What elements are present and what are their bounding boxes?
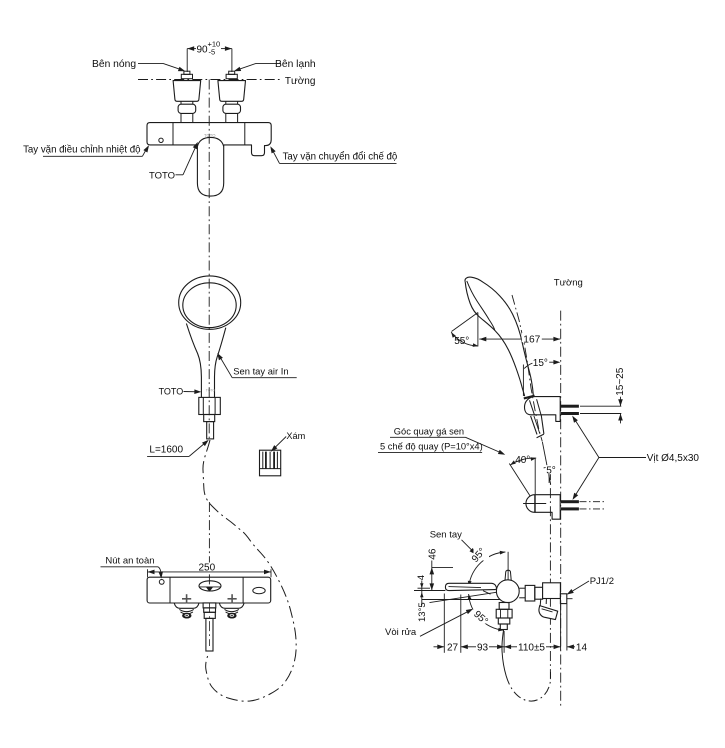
svg-text:Bên nóng: Bên nóng [92,59,136,70]
svg-text:TOTO: TOTO [149,171,175,182]
svg-text:Góc quay gá sen: Góc quay gá sen [394,426,464,436]
svg-text:46: 46 [427,548,438,560]
svg-text:Vòi rửa: Vòi rửa [385,627,417,638]
svg-text:93: 93 [477,643,489,654]
svg-text:-5: -5 [209,48,216,57]
svg-text:Vịt Ø4,5x30: Vịt Ø4,5x30 [647,453,700,464]
svg-text:Sen tay air In: Sen tay air In [233,365,288,376]
svg-text:Tay vặn chuyển đổi chế độ: Tay vặn chuyển đổi chế độ [283,152,398,163]
svg-text:110±5: 110±5 [518,643,545,654]
svg-text:55°: 55° [454,336,469,347]
svg-text:15°: 15° [533,358,548,369]
svg-text:PJ1/2: PJ1/2 [590,576,614,587]
svg-text:167: 167 [523,335,540,346]
svg-text:L=1600: L=1600 [149,444,183,455]
svg-text:15~25: 15~25 [615,367,626,396]
svg-text:14: 14 [576,643,588,654]
svg-text:4: 4 [416,575,427,580]
svg-text:5 chế độ quay (P=10°x4): 5 chế độ quay (P=10°x4) [380,442,483,452]
svg-text:Sen tay: Sen tay [430,530,462,541]
svg-text:TOTO: TOTO [159,387,184,397]
svg-text:Nút an toàn: Nút an toàn [105,556,154,567]
svg-text:250: 250 [198,563,215,574]
svg-text:27: 27 [447,643,459,654]
svg-text:TOTO: TOTO [204,133,216,138]
svg-text:Xám: Xám [286,431,305,441]
svg-text:40°: 40° [515,455,530,466]
svg-text:Tường: Tường [554,278,583,289]
svg-text:Tay vặn điều chỉnh nhiệt độ: Tay vặn điều chỉnh nhiệt độ [23,145,140,156]
svg-text:90: 90 [197,44,209,55]
svg-text:Bên lạnh: Bên lạnh [275,59,316,70]
svg-text:13°5: 13°5 [417,602,428,622]
svg-text:TOTO: TOTO [206,388,216,392]
svg-text:Tường: Tường [285,76,315,87]
svg-text:5°: 5° [546,465,556,476]
